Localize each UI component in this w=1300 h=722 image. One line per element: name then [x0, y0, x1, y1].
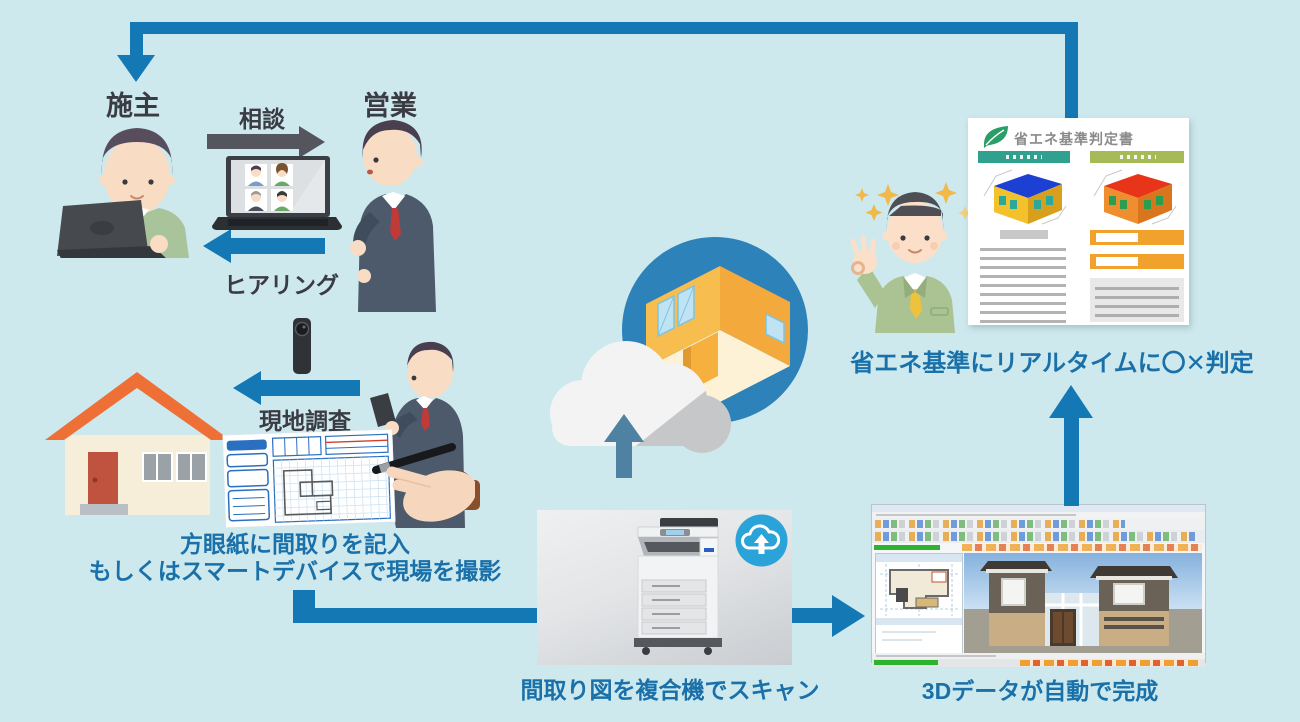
doc-section-label: [1000, 230, 1048, 239]
cad-toolbar-2: [872, 530, 1205, 543]
doc-result-bar-1: [1090, 230, 1184, 245]
leaf-icon: [984, 126, 1008, 148]
video-call-laptop-illustration: [212, 156, 342, 230]
doc-header-right: [1090, 151, 1184, 163]
copier-photo: [537, 510, 792, 665]
consult-arrow-shaft: [207, 134, 299, 149]
survey-arrow-label: 現地調査: [259, 408, 351, 434]
loop-arrow-right-drop: [1065, 22, 1078, 118]
cad-3d-view: [964, 553, 1202, 653]
document-title: 省エネ基準判定書: [1014, 131, 1134, 147]
cloud-shape: [550, 341, 731, 453]
cad-progress-bar: [874, 545, 940, 550]
cad-tab-strip: [962, 544, 1202, 551]
cad-menubar: [872, 512, 1205, 518]
doc-building-blue-roof: [983, 169, 1067, 225]
sales-label: 営業: [363, 91, 417, 121]
survey-arrowhead-left-icon: [233, 371, 261, 405]
hearing-arrowhead-left-icon: [203, 229, 231, 263]
consult-arrow-label: 相談: [239, 106, 285, 132]
owner-label: 施主: [106, 91, 160, 121]
judgement-caption: 省エネ基準にリアルタイムに〇✕判定: [850, 350, 1254, 377]
loop-arrowhead-down-icon: [117, 55, 155, 82]
sparkle-icon: [855, 182, 972, 221]
cad-statusbar-2: [872, 659, 1205, 667]
scan-caption: 間取り図を複合機でスキャン: [520, 677, 820, 703]
cad-titlebar: [872, 505, 1205, 512]
cad-toolbar-1: [872, 518, 1205, 530]
sales-person-illustration: [350, 120, 436, 312]
worker-ok-illustration: [850, 182, 972, 333]
survey-caption-line1: 方眼紙に間取りを記入: [180, 531, 410, 557]
scan-arrowhead-right-icon: [832, 595, 865, 637]
hand-with-pen-illustration: [372, 443, 475, 522]
cad-software-screenshot: [872, 505, 1205, 667]
cad-plan-panel: [875, 553, 963, 655]
survey-caption-line2: もしくはスマートデバイスで現場を撮影: [88, 558, 502, 584]
energy-judgement-document: 省エネ基準判定書: [968, 118, 1189, 325]
doc-info-lines: [980, 245, 1066, 323]
doc-result-bar-2: [1090, 254, 1184, 269]
consult-arrowhead-right-icon: [299, 126, 325, 158]
loop-arrow-top-bar: [130, 22, 1078, 34]
copier-illustration: [634, 518, 722, 655]
upload-arrow-icon: [604, 414, 644, 478]
doc-notes-panel: [1090, 278, 1184, 322]
hearing-arrow-shaft: [229, 238, 325, 254]
cloud-upload-3d-room-illustration: [550, 237, 808, 478]
doc-building-red-roof: [1093, 169, 1177, 225]
owner-person-illustration: [57, 128, 189, 258]
judge-arrowhead-up-icon: [1049, 385, 1093, 418]
doc-header-left: [978, 151, 1070, 163]
cloud-upload-badge-icon: [735, 514, 788, 567]
house-illustration: [45, 372, 230, 515]
cad-caption: 3Dデータが自動で完成: [921, 678, 1159, 704]
hearing-arrow-label: ヒアリング: [224, 272, 339, 298]
judge-arrow-shaft: [1064, 418, 1079, 506]
loop-arrow-left-drop: [130, 22, 143, 56]
survey-arrow-shaft: [259, 380, 360, 396]
cad-statusbar-1: [872, 653, 1205, 659]
360-camera-icon: [293, 318, 311, 374]
